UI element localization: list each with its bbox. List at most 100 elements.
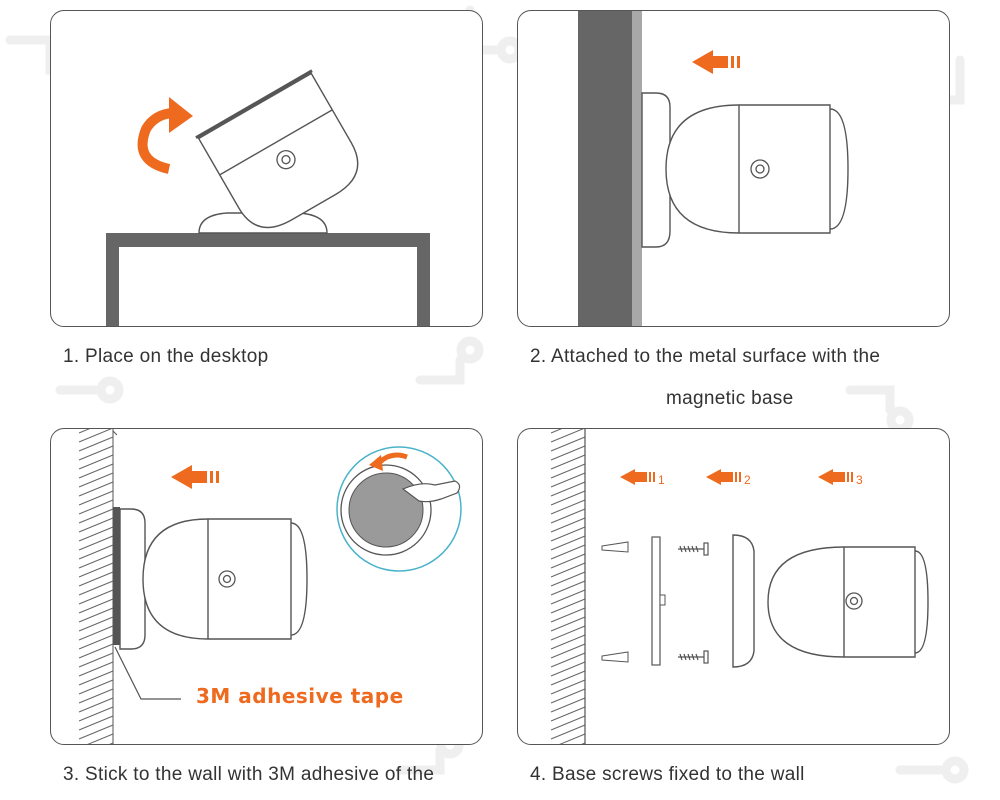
- rotate-arrow-icon: [369, 452, 408, 471]
- wall-hatch-line: [550, 445, 586, 461]
- wall-hatch-line: [78, 652, 114, 668]
- wall-hatch-line: [78, 436, 114, 452]
- wall-hatch-line: [78, 724, 114, 740]
- wall-hatch-line: [550, 706, 586, 722]
- wall-hatch-line: [78, 643, 114, 659]
- wall-hatch-line: [78, 429, 91, 434]
- screw: [678, 542, 709, 664]
- direction-arrow-icon: [171, 465, 219, 489]
- wall-hatch-line: [550, 553, 586, 569]
- magnetic-base: [641, 92, 671, 248]
- step-3-illustration: [78, 429, 462, 744]
- wall-hatch-line: [87, 733, 114, 744]
- wall-hatch-line: [550, 544, 586, 560]
- metal-surface: [578, 11, 632, 326]
- wall-hatch-line: [550, 508, 586, 524]
- wall-hatch-line: [78, 463, 114, 479]
- wall-hatch-line: [550, 715, 586, 731]
- mount-base: [732, 534, 755, 668]
- wall-hatch-line: [550, 580, 586, 596]
- wall-hatch-line: [550, 490, 586, 506]
- wall-hatch-line: [550, 526, 586, 542]
- wall-hatch-line: [78, 472, 114, 488]
- wall-hatch-line: [78, 607, 114, 623]
- mounting-plate: [651, 536, 661, 666]
- wall-hatch-line: [78, 490, 114, 506]
- wall-hatch-line: [550, 499, 586, 515]
- wall-hatch-line: [550, 454, 586, 470]
- wall-hatch-line: [78, 679, 114, 695]
- peel-detail-badge: [336, 446, 462, 572]
- step-4-screw-mount-panel: 1 2 3: [517, 428, 950, 745]
- step-4-caption: 4. Base screws fixed to the wall: [530, 764, 805, 785]
- wall-hatch-line: [550, 643, 586, 659]
- wall-hatch-line: [550, 436, 586, 452]
- step-3-adhesive-tape-panel: [50, 428, 483, 745]
- table-opening: [119, 247, 417, 326]
- direction-arrow-icon: [620, 469, 655, 485]
- adhesive-tape-label: 3M adhesive tape: [196, 684, 404, 708]
- wall-hatch-line: [550, 562, 586, 578]
- wall-hatch-line: [559, 733, 586, 744]
- wall-hatch-line: [78, 535, 114, 551]
- step-1-caption: 1. Place on the desktop: [63, 346, 269, 367]
- wall-hatch-line: [78, 526, 114, 542]
- wall-hatch-line: [550, 472, 586, 488]
- wall-hatch-line: [550, 517, 586, 533]
- wall-hatch-line: [550, 429, 584, 443]
- camera-body: [665, 104, 831, 234]
- wall-hatch-line: [550, 688, 586, 704]
- wall-hatch-line: [78, 697, 114, 713]
- wall-hatch-line: [550, 661, 586, 677]
- step-2-metal-surface-panel: [517, 10, 950, 327]
- wall-hatch-line: [78, 634, 114, 650]
- wall-hatch-line: [78, 571, 114, 587]
- wall-hatch-line: [78, 454, 114, 470]
- wall-hatch-line: [78, 661, 114, 677]
- tilted-camera: [195, 69, 359, 229]
- wall-hatch-line: [78, 508, 114, 524]
- wall-hatch-line: [550, 607, 586, 623]
- wall-hatch-line: [78, 517, 114, 533]
- wall-hatch-line: [550, 679, 586, 695]
- wall-hatch-line: [78, 625, 114, 641]
- wall-hatch-line: [550, 463, 586, 479]
- step-2-caption-line-2: magnetic base: [666, 388, 794, 409]
- wall-hatch-line: [550, 697, 586, 713]
- wall-hatch-line: [550, 634, 586, 650]
- wall-hatch-line: [78, 580, 114, 596]
- wall-hatch-line: [550, 616, 586, 632]
- wall-hatch-line: [109, 742, 114, 744]
- arrow-number-2: 2: [744, 473, 751, 487]
- wall-hatch-line: [78, 706, 114, 722]
- wall-hatch-line: [550, 625, 586, 641]
- wall-hatch-line: [78, 481, 114, 497]
- adhesive-tape-strip: [113, 507, 120, 645]
- step-4-illustration: 1 2 3: [550, 429, 929, 744]
- step-3-caption: 3. Stick to the wall with 3M adhesive of…: [63, 764, 435, 785]
- wall-hatch-line: [78, 715, 114, 731]
- wall-hatch-line: [78, 598, 114, 614]
- mount-base: [119, 508, 146, 650]
- wall-hatch-line: [550, 481, 586, 497]
- wall-hatch-line: [78, 589, 114, 605]
- arrow-number-1: 1: [658, 473, 665, 487]
- wall-hatch-line: [550, 429, 563, 434]
- wall-hatch-line: [78, 553, 114, 569]
- wall-hatch-line: [78, 562, 114, 578]
- camera-body: [767, 546, 916, 658]
- wall-hatch-line: [78, 445, 114, 461]
- wall-hatch-line: [550, 670, 586, 686]
- wall-hatch-line: [78, 670, 114, 686]
- wall-hatch-line: [78, 616, 114, 632]
- wall-hatch-line: [78, 688, 114, 704]
- arrow-number-3: 3: [856, 473, 863, 487]
- wall-hatch-line: [550, 571, 586, 587]
- wall-plug: [601, 541, 629, 663]
- metal-edge: [632, 11, 642, 326]
- direction-arrow-icon: [692, 50, 740, 74]
- step-2-illustration: [578, 11, 849, 326]
- wall-hatch-line: [78, 544, 114, 560]
- wall-hatch-line: [550, 598, 586, 614]
- step-1-desktop-panel: [50, 10, 483, 327]
